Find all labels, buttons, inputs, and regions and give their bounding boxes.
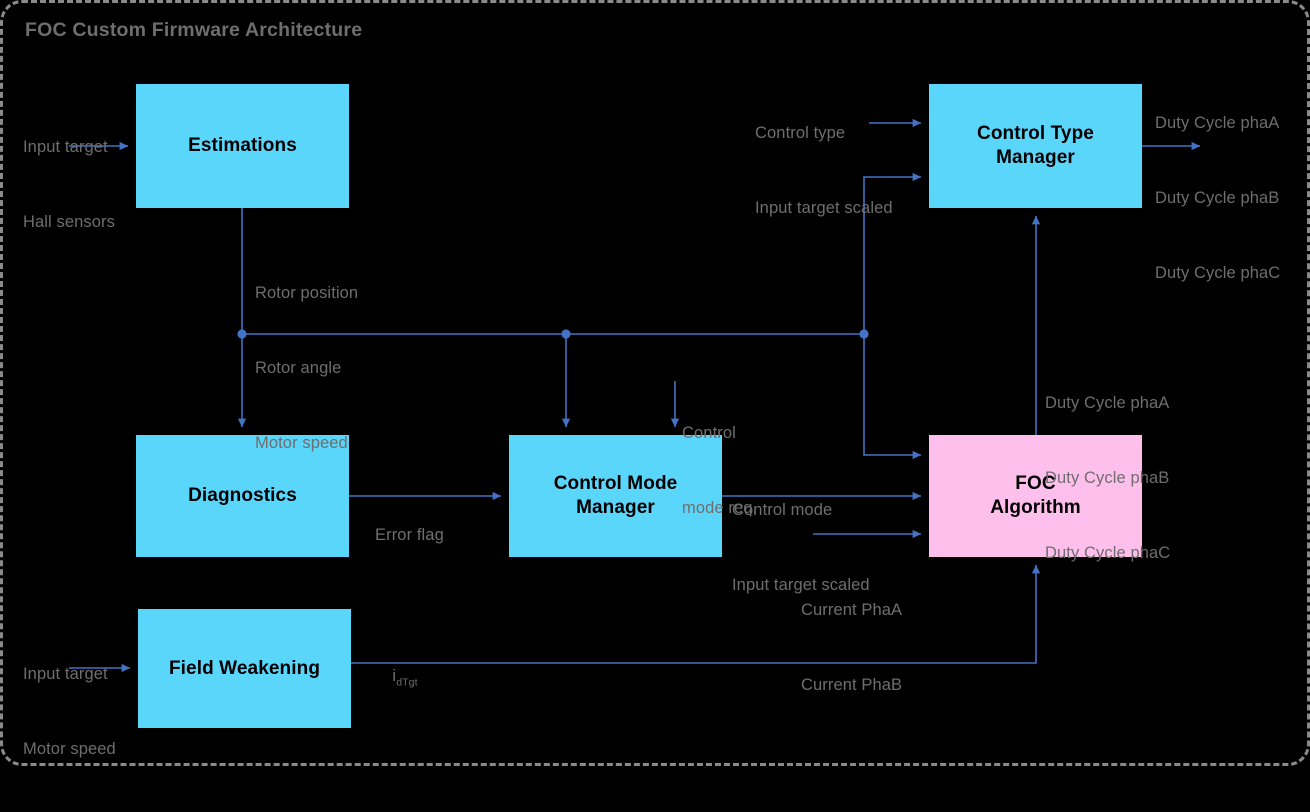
node-foc-algorithm-label: FOC Algorithm — [990, 473, 1081, 518]
node-field-weakening[interactable]: Field Weakening — [138, 609, 351, 728]
label-duty-cycle-output: Duty Cycle phaA Duty Cycle phaB Duty Cyc… — [1155, 114, 1281, 282]
label-control-type-input: Control type Input target scaled — [755, 124, 893, 217]
connection-layer — [69, 118, 1201, 673]
id-target-subscript: dTgt — [396, 676, 418, 689]
label-field-weakening-input: Input target Motor speed — [23, 665, 116, 758]
edge-bus-to-control-type-manager — [863, 172, 922, 334]
page-title: FOC Custom Firmware Architecture — [25, 19, 363, 41]
junction-dot-control-mode — [561, 329, 571, 339]
label-current-phase-input: Current PhaA Current PhaB — [801, 601, 903, 694]
label-error-flag: Error flag — [375, 526, 444, 544]
node-control-mode-manager[interactable]: Control Mode Manager — [509, 435, 722, 557]
junction-dot-estimations — [237, 329, 247, 339]
label-control-mode-req: Control mode req. — [682, 424, 758, 517]
edge-field-weakening-to-foc — [351, 564, 1041, 664]
label-control-mode-output: Control mode Input target scaled — [732, 501, 870, 594]
node-control-mode-manager-label: Control Mode Manager — [553, 473, 678, 518]
label-estimations-output: Rotor position Rotor angle Motor speed — [255, 284, 359, 452]
label-estimations-input: Input target Hall sensors — [23, 138, 115, 231]
node-control-type-manager-label: Control Type Manager — [977, 123, 1094, 168]
diagram-canvas: FOC Custom Firmware Architecture — [0, 0, 1310, 766]
junction-dot-right — [859, 329, 869, 339]
label-id-target: idTgt — [373, 638, 418, 713]
node-diagnostics[interactable]: Diagnostics — [136, 435, 349, 557]
id-target-base: i — [392, 666, 397, 685]
label-duty-cycle-feedback: Duty Cycle phaA Duty Cycle phaB Duty Cyc… — [1045, 394, 1171, 562]
node-diagnostics-label: Diagnostics — [188, 485, 297, 506]
edge-bus-to-foc-algorithm — [863, 334, 922, 460]
node-control-type-manager[interactable]: Control Type Manager — [929, 84, 1142, 208]
node-estimations-label: Estimations — [188, 135, 297, 156]
node-estimations[interactable]: Estimations — [136, 84, 349, 208]
node-foc-algorithm[interactable]: FOC Algorithm — [929, 435, 1142, 557]
node-field-weakening-label: Field Weakening — [168, 657, 321, 679]
